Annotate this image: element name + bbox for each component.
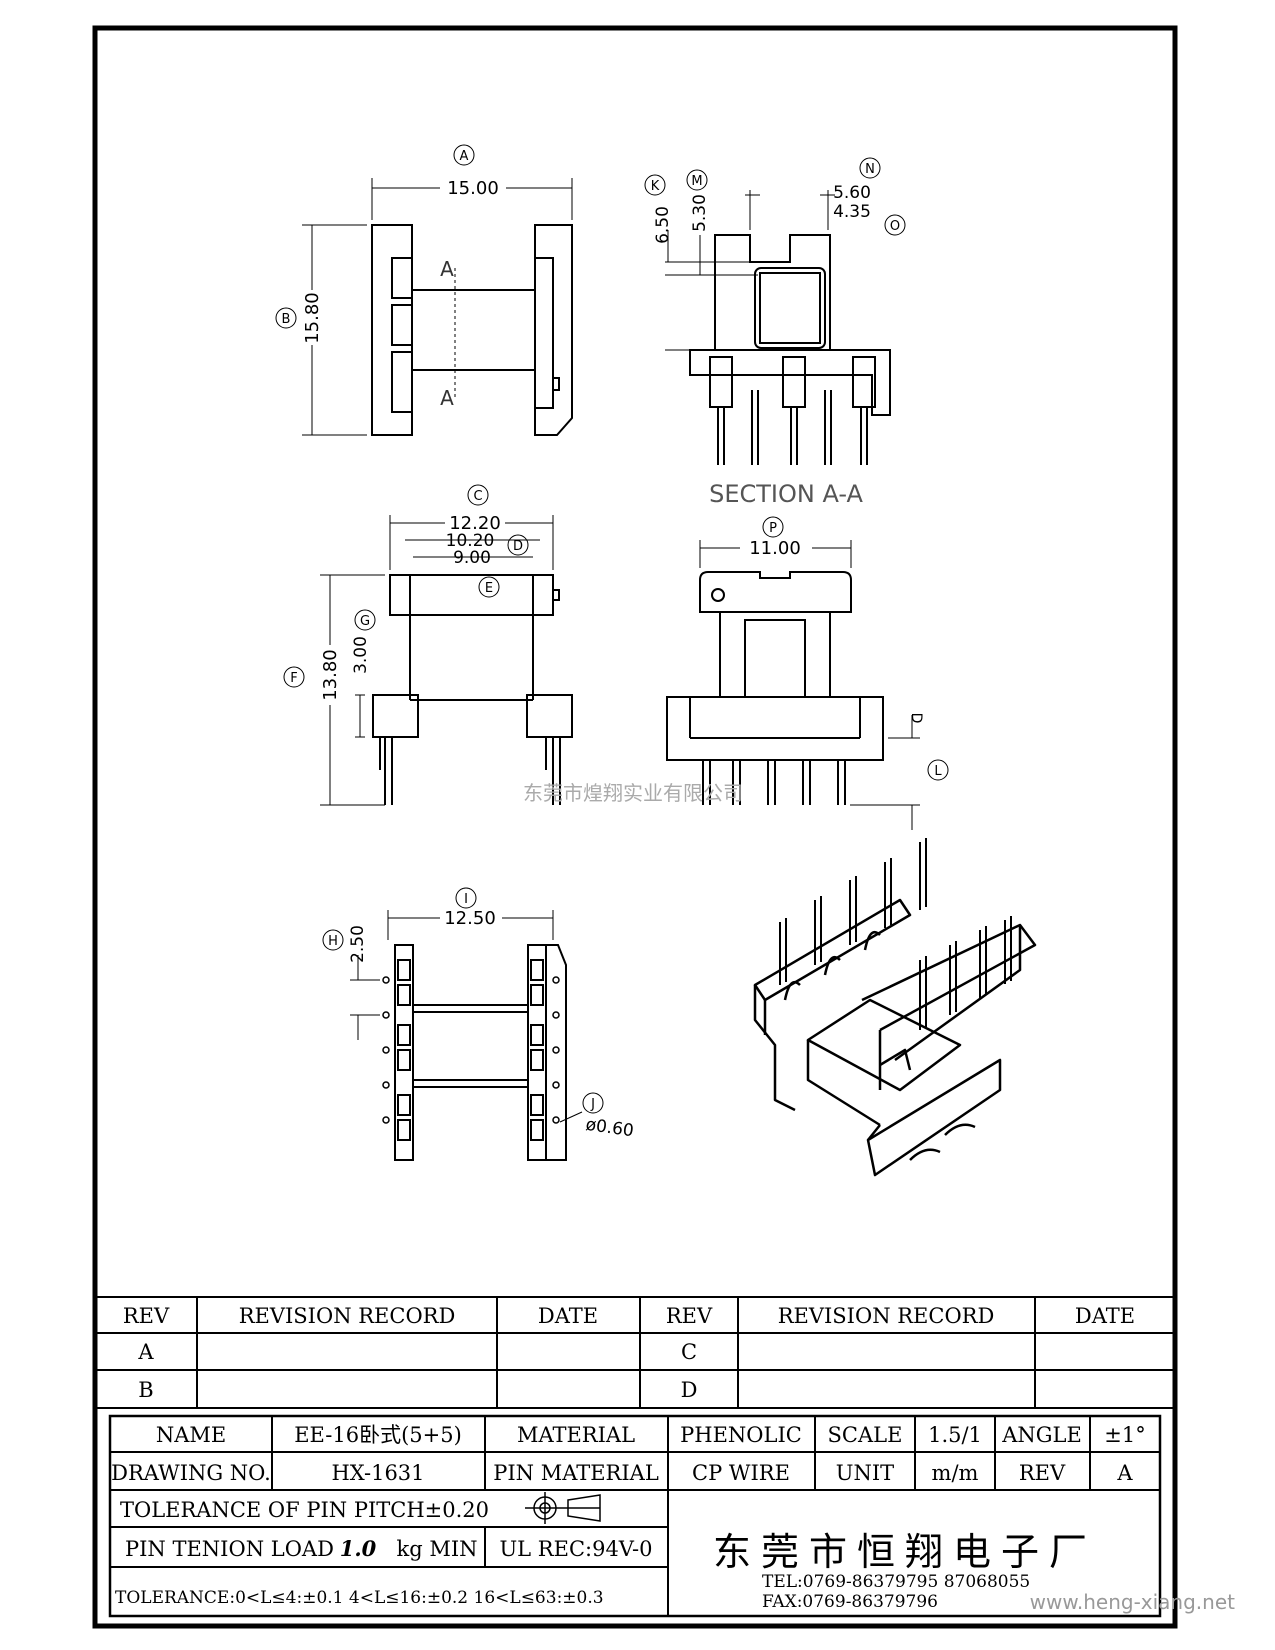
label-L: L <box>934 764 942 779</box>
tolerance-pin-pitch: TOLERANCE OF PIN PITCH±0.20 <box>120 1498 489 1522</box>
label-D: D <box>513 539 523 554</box>
company-tel: TEL:0769-86379795 87068055 <box>762 1572 1030 1592</box>
label-B: B <box>282 312 291 327</box>
label-G: G <box>360 614 370 629</box>
unit-value: m/m <box>932 1461 979 1485</box>
label-I: I <box>464 892 468 907</box>
pin-tension-suffix: kg MIN <box>396 1537 477 1561</box>
dim-B-value: 15.80 <box>302 292 323 344</box>
label-K: K <box>651 179 660 194</box>
angle-label: ANGLE <box>1001 1423 1082 1447</box>
pin-tension-prefix: PIN TENION LOAD <box>125 1537 334 1561</box>
label-C: C <box>473 489 482 504</box>
revision-record-header-2: REVISION RECORD <box>778 1304 995 1328</box>
ul-rec: UL REC:94V-0 <box>499 1537 652 1561</box>
rev-header-2: REV <box>666 1304 713 1328</box>
angle-value: ±1° <box>1104 1423 1145 1447</box>
front-view <box>372 574 573 805</box>
date-header-2: DATE <box>1075 1304 1135 1328</box>
dim-M-value: 5.30 <box>690 194 710 232</box>
section-title: SECTION A-A <box>709 480 863 508</box>
rev-row-a: A <box>137 1340 154 1364</box>
company-name: 东莞市恒翔电子厂 <box>713 1530 1097 1574</box>
dim-H-I-J <box>322 887 604 1123</box>
label-N: N <box>865 162 875 177</box>
dim-N-value: 5.60 <box>833 183 871 203</box>
rev-row-c: C <box>681 1340 697 1364</box>
dim-P-L <box>699 516 949 830</box>
rev-row-b: B <box>138 1378 153 1402</box>
dim-O-value: 4.35 <box>833 202 871 222</box>
dim-K-M-N-O <box>644 157 906 351</box>
dim-D-value: 10.20 <box>446 531 495 551</box>
dim-F-value: 13.80 <box>320 649 341 701</box>
dim-A-value: 15.00 <box>447 178 499 199</box>
unit-label: UNIT <box>836 1461 894 1485</box>
dim-H-value: 2.50 <box>348 925 368 963</box>
scale-label: SCALE <box>828 1423 903 1447</box>
dim-A <box>371 144 573 220</box>
dim-E-value: 9.00 <box>453 548 491 568</box>
section-view <box>689 234 891 465</box>
rev-row-d: D <box>681 1378 698 1402</box>
material-label: MATERIAL <box>517 1423 635 1447</box>
sheet-border <box>92 25 1178 1629</box>
dim-P-value: 11.00 <box>749 538 801 559</box>
pin-material-value: CP WIRE <box>692 1461 790 1485</box>
title-block-grid <box>108 1414 1162 1618</box>
label-H: H <box>328 934 338 949</box>
name-value: EE-16卧式(5+5) <box>294 1423 462 1447</box>
rev-header-1: REV <box>123 1304 170 1328</box>
label-E: E <box>485 581 493 596</box>
site-url: www.heng-xiang.net <box>1030 1590 1236 1614</box>
dim-C-D-E-F-G <box>283 484 554 806</box>
projection-symbol <box>525 1492 601 1524</box>
revision-table-grid <box>95 1296 1175 1409</box>
tolerance-general: TOLERANCE:0<L≤4:±0.1 4<L≤16:±0.2 16<L≤63… <box>115 1588 604 1608</box>
side-view <box>666 571 884 805</box>
label-O: O <box>890 219 900 234</box>
dim-B <box>275 224 367 436</box>
label-P: P <box>769 521 777 536</box>
dim-I-value: 12.50 <box>444 908 496 929</box>
pin-tension-value: 1.0 <box>340 1536 377 1561</box>
bottom-view-pins <box>382 976 560 1124</box>
scale-value: 1.5/1 <box>928 1423 982 1447</box>
label-F: F <box>290 671 297 686</box>
dim-J-value: ø0.60 <box>584 1115 635 1142</box>
revision-table: REV REVISION RECORD DATE REV REVISION RE… <box>123 1304 1135 1402</box>
rev-value: A <box>1116 1461 1133 1485</box>
drawing-no-label: DRAWING NO. <box>111 1461 271 1485</box>
date-header-1: DATE <box>538 1304 598 1328</box>
drawing-no-value: HX-1631 <box>331 1461 424 1485</box>
company-fax: FAX:0769-86379796 <box>762 1592 938 1612</box>
top-view <box>371 224 573 436</box>
watermark: 东莞市煌翔实业有限公司 <box>523 781 743 805</box>
dim-G-value: 3.00 <box>351 636 371 674</box>
label-J: J <box>590 1097 595 1112</box>
material-value: PHENOLIC <box>680 1423 802 1447</box>
pin-material-label: PIN MATERIAL <box>493 1461 659 1485</box>
section-mark-top: A <box>440 257 454 281</box>
name-label: NAME <box>156 1423 226 1447</box>
isometric-view <box>753 898 1037 1177</box>
label-A: A <box>460 149 469 164</box>
bottom-view <box>394 944 567 1161</box>
dim-L-value: D <box>908 713 924 724</box>
rev-label: REV <box>1019 1461 1066 1485</box>
label-M: M <box>691 174 702 189</box>
title-block: NAME EE-16卧式(5+5) MATERIAL PHENOLIC SCAL… <box>111 1423 1146 1608</box>
isometric-pins <box>779 838 1012 1030</box>
dim-C-value: 12.20 <box>449 513 501 534</box>
section-mark-bottom: A <box>440 386 454 410</box>
dim-K-value: 6.50 <box>653 206 673 244</box>
revision-record-header-1: REVISION RECORD <box>239 1304 456 1328</box>
